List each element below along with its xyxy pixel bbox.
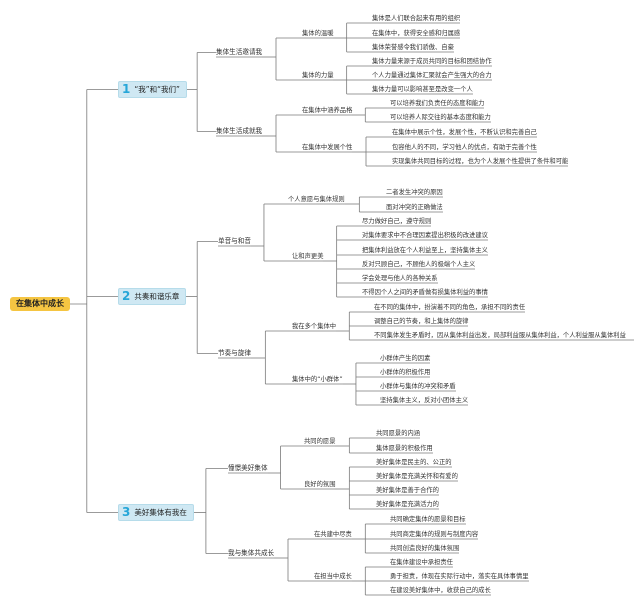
- leaf-2-1-2-1: 尽力做好自己，遵守规则: [362, 218, 432, 225]
- topic-3-1: 憧憬美好集体: [228, 464, 268, 472]
- subtopic-2-2-1: 我在多个集体中: [292, 323, 337, 330]
- leaf-3-1-1-2: 集体愿景的积极作用: [376, 445, 433, 452]
- leaf-1-2-2-1: 在集体中展示个性，发展个性，不断认识和完善自己: [392, 129, 537, 136]
- leaf-1-2-1-1: 可以培养我们负责任的态度和能力: [390, 100, 485, 107]
- subtopic-3-2-1: 在共建中尽责: [314, 531, 352, 538]
- topic-2-1: 单音与和音: [218, 237, 251, 245]
- subtopic-3-2-2: 在担当中成长: [314, 573, 352, 580]
- leaf-2-1-1-2: 面对冲突的正确做法: [386, 204, 443, 211]
- subtopic-1-1-2: 集体的力量: [302, 72, 334, 79]
- subtopic-1-2-1: 在集体中涵养品格: [302, 107, 353, 114]
- topic-1-2: 集体生活成就我: [216, 127, 263, 135]
- leaf-1-1-1-3: 集体荣誉感令我们骄傲、自豪: [372, 44, 454, 51]
- subtopic-2-2-2: 集体中的“小群体”: [292, 376, 343, 383]
- leaf-1-2-2-2: 包容他人的不同，学习他人的优点，有助于完善个性: [392, 144, 537, 151]
- leaf-2-2-2-3: 小群体与集体的冲突和矛盾: [380, 383, 456, 390]
- leaf-2-2-1-3: 不同集体发生矛盾时，因从集体利益出发，局部利益服从集体利益，个人利益服从集体利益: [374, 332, 626, 339]
- leaf-2-2-1-1: 在不同的集体中，扮演着不同的角色，承担不同的责任: [374, 304, 526, 311]
- leaf-3-1-2-4: 美好集体是充满活力的: [376, 501, 439, 508]
- leaf-2-1-1-1: 二者发生冲突的原因: [386, 189, 443, 196]
- topic-1-1: 集体生活邀请我: [216, 48, 263, 56]
- leaf-2-2-2-4: 坚持集体主义，反对小团体主义: [380, 397, 469, 404]
- leaf-2-2-2-1: 小群体产生的因素: [380, 355, 431, 362]
- leaf-3-2-1-2: 共同商定集体的规则与制度内容: [390, 531, 479, 538]
- subtopic-1-1-1: 集体的温暖: [302, 30, 334, 37]
- leaf-3-1-1-1: 共同愿景的内涵: [376, 430, 421, 437]
- branch-3-label: 美好集体有我在: [134, 508, 187, 517]
- leaf-3-2-2-3: 在建设美好集体中，收获自己的成长: [390, 587, 491, 594]
- branch-2-label: 共奏和谐乐章: [134, 292, 180, 301]
- leaf-1-1-2-1: 集体力量来源于成员共同的目标和团结协作: [372, 58, 492, 65]
- root-node: 在集体中成长: [10, 297, 70, 311]
- subtopic-1-2-2: 在集体中发展个性: [302, 144, 353, 151]
- leaf-3-2-2-1: 在集体建设中承担责任: [390, 559, 453, 566]
- leaf-3-2-1-3: 共同创造良好的集体氛围: [390, 545, 460, 552]
- leaf-3-2-1-1: 共同确定集体的愿景和目标: [390, 516, 466, 523]
- leaf-2-1-2-3: 把集体利益放在个人利益至上，坚持集体主义: [362, 247, 488, 254]
- subtopic-3-1-1: 共同的愿景: [304, 438, 336, 445]
- leaf-2-1-2-4: 反对只顾自己，不顾他人的极端个人主义: [362, 261, 476, 268]
- topic-2-2: 节奏与旋律: [218, 349, 251, 357]
- branch-1-number: 1: [122, 82, 131, 96]
- leaf-2-2-1-2: 调整自己的节奏，和上集体的旋律: [374, 318, 469, 325]
- leaf-1-2-2-3: 实现集体共同目标的过程，也为个人发展个性提供了条件和可能: [392, 158, 569, 165]
- leaf-2-1-2-5: 学会处理与他人的各种关系: [362, 275, 438, 282]
- branch-2-number: 2: [122, 289, 131, 303]
- topic-3-2: 我与集体共成长: [228, 549, 275, 557]
- leaf-3-1-2-1: 美好集体是民主的、公正的: [376, 459, 452, 466]
- leaf-1-1-1-1: 集体是人们联合起来有用的组织: [372, 15, 461, 22]
- branch-1-label: “我”和“我们”: [134, 85, 180, 94]
- leaf-3-1-2-2: 美好集体是充满关怀和有爱的: [376, 473, 458, 480]
- leaf-1-1-1-2: 在集体中，获得安全感和归属感: [372, 30, 461, 37]
- leaf-1-1-2-3: 集体力量可以影响甚至是改变一个人: [372, 86, 473, 93]
- leaf-2-1-2-6: 不得因个人之间的矛盾做有损集体利益的事情: [362, 289, 488, 296]
- branch-1: 1“我”和“我们”: [118, 81, 187, 98]
- subtopic-2-1-2: 让和声更美: [292, 253, 324, 260]
- leaf-2-2-2-2: 小群体的积极作用: [380, 369, 431, 376]
- leaf-1-1-2-2: 个人力量通过集体汇聚就会产生强大的合力: [372, 72, 492, 79]
- leaf-3-1-2-3: 美好集体是善于合作的: [376, 487, 439, 494]
- leaf-2-1-2-2: 对集体要求中不合理因素提出积极的改进建议: [362, 232, 488, 239]
- leaf-1-2-1-2: 可以培养人际交往的基本态度和能力: [390, 114, 491, 121]
- branch-3-number: 3: [122, 505, 131, 519]
- subtopic-3-1-2: 良好的氛围: [304, 481, 336, 488]
- leaf-3-2-2-2: 勇于担责，体现在实际行动中，落实在具体事情里: [390, 573, 529, 580]
- subtopic-2-1-1: 个人意愿与集体规则: [288, 196, 345, 203]
